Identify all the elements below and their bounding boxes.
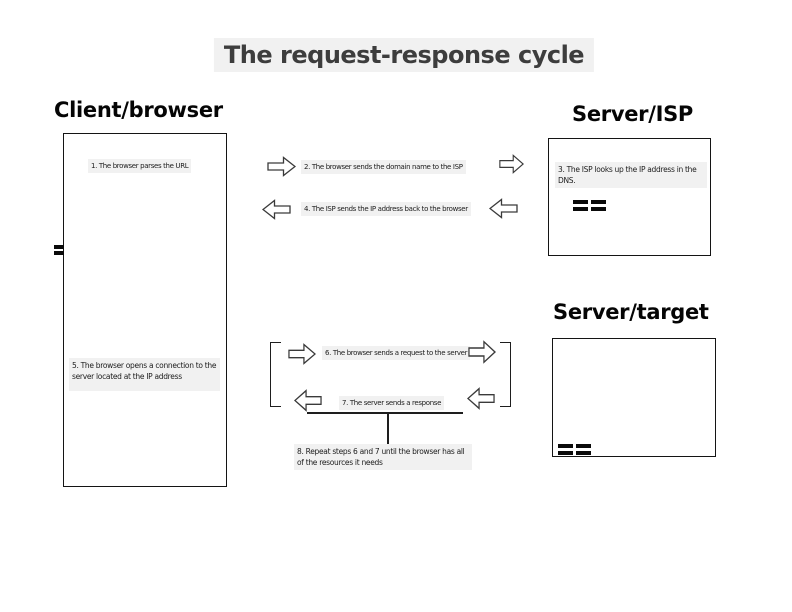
group-bracket-right [500, 342, 511, 407]
double-equals-mark-icon [573, 200, 606, 211]
client-step-5: 5. The browser opens a connection to the… [69, 358, 220, 391]
block-arrow-right-icon [288, 343, 316, 365]
equals-mark-icon [54, 245, 64, 255]
block-arrow-right-icon [499, 154, 524, 174]
flow-step-6: 6. The browser sends a request to the se… [322, 346, 471, 360]
block-arrow-left-icon [467, 387, 495, 410]
flow-step-8: 8. Repeat steps 6 and 7 until the browse… [294, 444, 472, 471]
server-target-box [552, 338, 716, 457]
isp-step-3: 3. The ISP looks up the IP address in th… [555, 162, 707, 189]
client-browser-heading: Client/browser [54, 98, 223, 122]
flow-step-7: 7. The server sends a response [339, 396, 445, 410]
block-arrow-left-icon [262, 199, 291, 220]
client-browser-box [63, 133, 227, 487]
server-isp-heading: Server/ISP [572, 102, 694, 126]
group-bracket-left [270, 342, 281, 407]
block-arrow-right-icon [267, 156, 296, 177]
connector-line-vertical [387, 413, 389, 445]
block-arrow-right-icon [468, 340, 496, 364]
block-arrow-left-icon [294, 389, 322, 412]
connector-line-horizontal [307, 412, 463, 414]
diagram-title: The request-response cycle [213, 38, 595, 72]
flow-step-4: 4. The ISP sends the IP address back to … [301, 202, 471, 216]
server-target-heading: Server/target [553, 300, 709, 324]
block-arrow-left-icon [489, 198, 518, 219]
double-equals-mark-icon [558, 444, 591, 455]
client-step-1: 1. The browser parses the URL [88, 159, 192, 173]
server-isp-box [548, 138, 711, 256]
flow-step-2: 2. The browser sends the domain name to … [301, 160, 466, 174]
